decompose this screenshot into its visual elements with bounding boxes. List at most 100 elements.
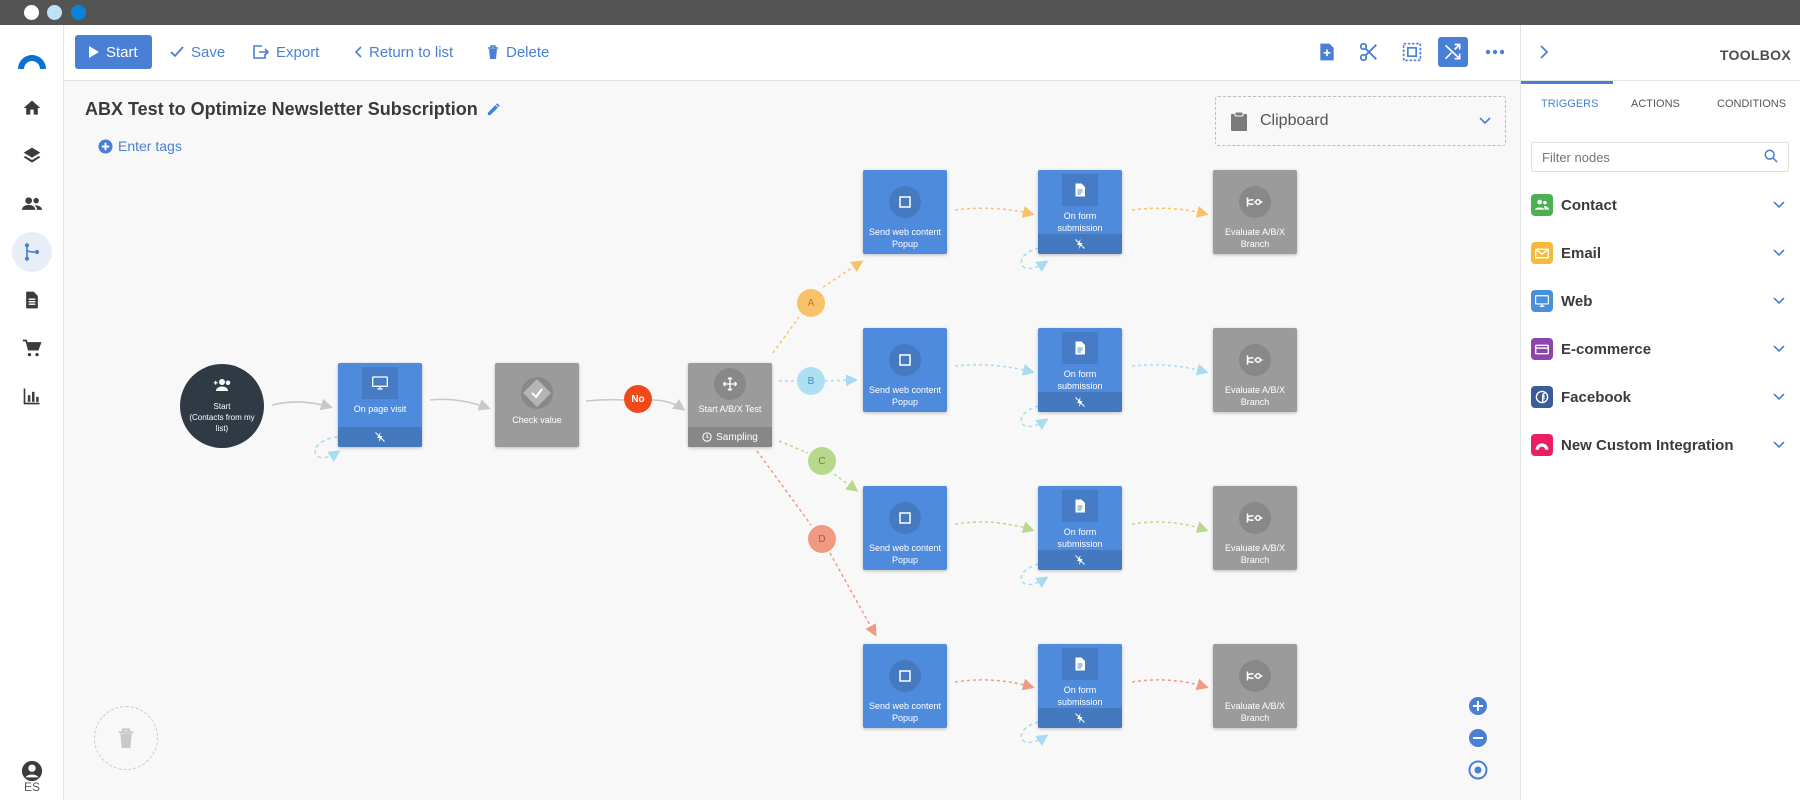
trash-dropzone[interactable] — [94, 706, 158, 770]
send-web-content-node-c[interactable]: Send web content Popup — [863, 486, 947, 570]
enter-tags-label: Enter tags — [118, 138, 182, 154]
start-abx-test-node[interactable]: Start A/B/X Test Sampling — [688, 363, 772, 447]
filter-nodes-input[interactable] — [1531, 142, 1789, 172]
node-icon-box — [1239, 660, 1271, 692]
on-form-submission-node-d[interactable]: On form submission — [1038, 644, 1122, 728]
chevron-down-icon — [1773, 249, 1785, 257]
start-button[interactable]: Start — [75, 35, 152, 69]
save-button-label: Save — [191, 43, 226, 61]
on-form-submission-node-a[interactable]: On form submission — [1038, 170, 1122, 254]
delete-button[interactable]: Delete — [487, 35, 549, 69]
on-form-submission-node-c[interactable]: On form submission — [1038, 486, 1122, 570]
send-web-content-node-a[interactable]: Send web content Popup — [863, 170, 947, 254]
evaluate-branch-icon — [1246, 355, 1263, 365]
app-logo-icon[interactable] — [16, 45, 48, 77]
node-icon-box — [1062, 174, 1098, 206]
node-label: On form submission — [1057, 211, 1103, 233]
chevron-down-icon — [1773, 201, 1785, 209]
evaluate-abx-branch-node-c[interactable]: Evaluate A/B/X Branch — [1213, 486, 1297, 570]
branch-label-a: A — [797, 289, 825, 317]
node-label: Evaluate A/B/X Branch — [1224, 385, 1286, 407]
tab-actions[interactable]: ACTIONS — [1631, 98, 1680, 110]
export-button-label: Export — [276, 43, 320, 61]
email-icon — [1531, 242, 1553, 264]
nav-home[interactable] — [12, 88, 52, 128]
popup-icon — [899, 512, 911, 524]
start-node-title: Start — [213, 402, 231, 411]
send-web-content-node-d[interactable]: Send web content Popup — [863, 644, 947, 728]
select-area-button[interactable] — [1397, 37, 1427, 67]
zoom-in-button[interactable] — [1467, 695, 1489, 717]
clipboard-dropdown[interactable]: Clipboard — [1215, 96, 1506, 146]
popup-icon — [899, 196, 911, 208]
category-email[interactable]: Email — [1531, 235, 1789, 271]
nav-documents[interactable] — [12, 280, 52, 320]
nav-workflows[interactable] — [12, 232, 52, 272]
export-button[interactable]: Export — [253, 35, 319, 69]
sampling-label: Sampling — [716, 431, 758, 443]
category-contact[interactable]: Contact — [1531, 187, 1789, 223]
window-minimize-dot[interactable] — [47, 5, 62, 20]
send-web-content-node-b[interactable]: Send web content Popup — [863, 328, 947, 412]
nav-analytics[interactable] — [12, 376, 52, 416]
window-close-dot[interactable] — [24, 5, 39, 20]
collapse-panel-icon[interactable] — [1539, 45, 1549, 59]
on-form-submission-node-b[interactable]: On form submission — [1038, 328, 1122, 412]
return-to-list-button[interactable]: Return to list — [354, 35, 453, 69]
clock-icon — [702, 432, 712, 442]
start-button-label: Start — [106, 43, 138, 61]
center-view-button[interactable] — [1467, 759, 1489, 781]
node-label: On form submission — [1057, 527, 1103, 549]
more-button[interactable] — [1480, 37, 1510, 67]
flow-connectors — [271, 205, 1209, 746]
start-node[interactable]: Start (Contacts from my list) — [180, 364, 264, 448]
clipboard-label: Clipboard — [1260, 112, 1329, 129]
facebook-icon — [1531, 386, 1553, 408]
group-add-icon — [213, 379, 231, 391]
start-node-label: Start (Contacts from my list) — [186, 401, 258, 434]
evaluate-abx-branch-node-d[interactable]: Evaluate A/B/X Branch — [1213, 644, 1297, 728]
window-maximize-dot[interactable] — [71, 5, 86, 20]
on-page-visit-node[interactable]: On page visit — [338, 363, 422, 447]
category-custom-integration[interactable]: New Custom Integration — [1531, 427, 1789, 463]
nav-contacts[interactable] — [12, 184, 52, 224]
node-icon-box — [362, 367, 398, 399]
trash-icon — [118, 728, 134, 748]
node-label: Send web content Popup — [868, 701, 942, 723]
category-web[interactable]: Web — [1531, 283, 1789, 319]
tab-conditions[interactable]: CONDITIONS — [1717, 98, 1787, 110]
add-node-button[interactable] — [1312, 37, 1342, 67]
cut-button[interactable] — [1354, 37, 1384, 67]
tab-triggers[interactable]: TRIGGERS — [1541, 98, 1599, 110]
node-icon-box — [1062, 648, 1098, 680]
search-icon[interactable] — [1764, 149, 1778, 163]
enter-tags-link[interactable]: Enter tags — [98, 138, 182, 154]
category-ecommerce[interactable]: E-commerce — [1531, 331, 1789, 367]
popup-icon — [899, 670, 911, 682]
save-button[interactable]: Save — [170, 35, 225, 69]
evaluate-abx-branch-node-a[interactable]: Evaluate A/B/X Branch — [1213, 170, 1297, 254]
toolbox-header: TOOLBOX — [1521, 25, 1800, 81]
check-value-node[interactable]: Check value — [495, 363, 579, 447]
node-icon-box — [1239, 344, 1271, 376]
node-label: Start A/B/X Test — [698, 404, 762, 414]
shuffle-button[interactable] — [1438, 37, 1468, 67]
node-footer: Sampling — [688, 427, 772, 447]
chevron-down-icon — [1773, 393, 1785, 401]
zoom-out-button[interactable] — [1467, 727, 1489, 749]
node-label: Send web content Popup — [868, 543, 942, 565]
category-facebook[interactable]: Facebook — [1531, 379, 1789, 415]
category-label: Web — [1561, 292, 1593, 310]
split-arrows-icon — [722, 376, 738, 392]
user-avatar-icon[interactable] — [21, 760, 43, 782]
delete-button-label: Delete — [506, 43, 550, 61]
language-label[interactable]: ES — [23, 780, 40, 794]
nav-layers[interactable] — [12, 136, 52, 176]
node-icon-box — [889, 502, 921, 534]
edit-pencil-icon[interactable] — [486, 102, 501, 117]
nav-ecommerce[interactable] — [12, 328, 52, 368]
node-footer — [1038, 708, 1122, 728]
evaluate-abx-branch-node-b[interactable]: Evaluate A/B/X Branch — [1213, 328, 1297, 412]
node-footer — [1038, 234, 1122, 254]
workflow-title: ABX Test to Optimize Newsletter Subscrip… — [85, 99, 501, 120]
